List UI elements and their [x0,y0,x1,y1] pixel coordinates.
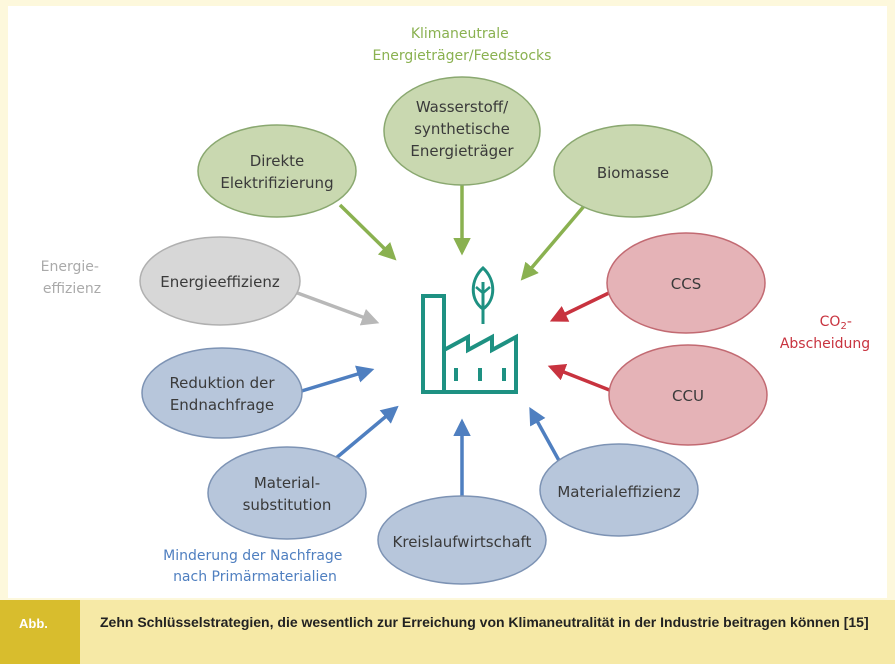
strategy-ccu: CCU [608,344,768,446]
svg-text:Biomasse: Biomasse [597,164,669,182]
strategy-biomasse: Biomasse [553,124,713,218]
strategy-kreislaufwirtschaft: Kreislaufwirtschaft [377,495,547,585]
caption-label: Abb. [0,600,80,664]
svg-text:CCU: CCU [672,387,704,405]
strategy-material-substitution: Material-substitution [207,446,367,540]
strategy-diagram: Klimaneutrale Energieträger/Feedstocks E… [41,26,871,585]
caption-bar [0,600,895,664]
group-label-efficiency: Energie- effizienz [41,259,104,297]
svg-text:CCS: CCS [671,275,701,293]
arrow-energieeffizienz [291,289,380,326]
caption-text: Zehn Schlüsselstrategien, die wesentlich… [100,614,869,630]
factory-leaf-icon [421,265,518,394]
strategy-ccs: CCS [606,232,766,334]
arrow-reduktion [294,365,375,395]
svg-text:Material-substitution: Material-substitution [243,474,332,514]
svg-text:Kreislaufwirtschaft: Kreislaufwirtschaft [393,533,532,551]
arrow-biomasse [520,203,587,281]
arrow-ccu [547,363,618,395]
group-label-demand: Minderung der Nachfrage nach Primärmater… [163,548,347,585]
group-label-co2: CO2- Abscheidung [780,314,870,352]
arrow-ccs [549,289,614,322]
strategy-energieeffizienz: Energieeffizienz [139,236,301,326]
svg-text:Energieeffizienz: Energieeffizienz [160,273,280,291]
svg-text:Materialeffizienz: Materialeffizienz [557,483,680,501]
group-label-climate-neutral: Klimaneutrale Energieträger/Feedstocks [373,26,552,64]
arrow-materialeffizienz [529,406,564,467]
arrow-direkte [338,203,397,261]
strategy-materialeffizienz: Materialeffizienz [539,443,699,537]
